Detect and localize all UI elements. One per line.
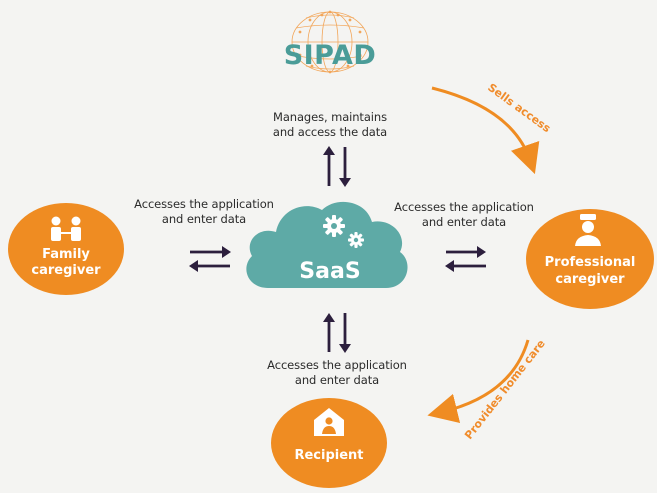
professional-caregiver-line1: Professional [544,255,636,270]
sells-access-label: Sells access [485,81,553,135]
left-edge-caption-line1: Accesses the application [134,197,274,211]
sipad-caption: Manages, maintains and access the data [250,110,410,140]
family-caregiver-label: Family caregiver [16,247,116,279]
right-edge-caption: Accesses the application and enter data [384,200,544,230]
bottom-edge-caption: Accesses the application and enter data [257,358,417,388]
family-saas-arrows [189,246,231,272]
right-edge-caption-line1: Accesses the application [394,200,534,214]
family-caregiver-node [8,203,124,295]
professional-caregiver-line2: caregiver [555,272,625,287]
sells-access-arrow [431,86,540,175]
provides-home-care-arrow [427,339,530,424]
gears-icon [323,215,364,248]
professional-caregiver-node [526,209,654,309]
sipad-caption-line1: Manages, maintains [273,110,387,124]
house-person-icon [314,408,344,436]
sipad-logo-text: SIPAD [283,40,377,71]
sipad-saas-arrows [323,146,351,187]
saas-professional-arrows [445,246,486,272]
recipient-node [271,398,387,488]
right-edge-caption-line2: and enter data [421,215,507,229]
two-people-icon [51,216,81,241]
provides-home-care-label: Provides home care [462,337,548,442]
professional-caregiver-label: Professional caregiver [530,254,650,288]
recipient-label: Recipient [294,448,364,463]
family-caregiver-line1: Family [42,247,90,262]
family-caregiver-line2: caregiver [31,263,101,278]
bottom-edge-caption-line1: Accesses the application [267,358,407,372]
bottom-edge-caption-line2: and enter data [294,373,380,387]
globe-network-icon [291,10,369,74]
left-edge-caption-line2: and enter data [161,212,247,226]
nurse-icon [575,214,601,246]
sipad-caption-line2: and access the data [272,125,388,139]
left-edge-caption: Accesses the application and enter data [124,197,284,227]
saas-label: SaaS [299,259,361,284]
saas-cloud [246,201,408,288]
saas-recipient-arrows [323,313,351,353]
